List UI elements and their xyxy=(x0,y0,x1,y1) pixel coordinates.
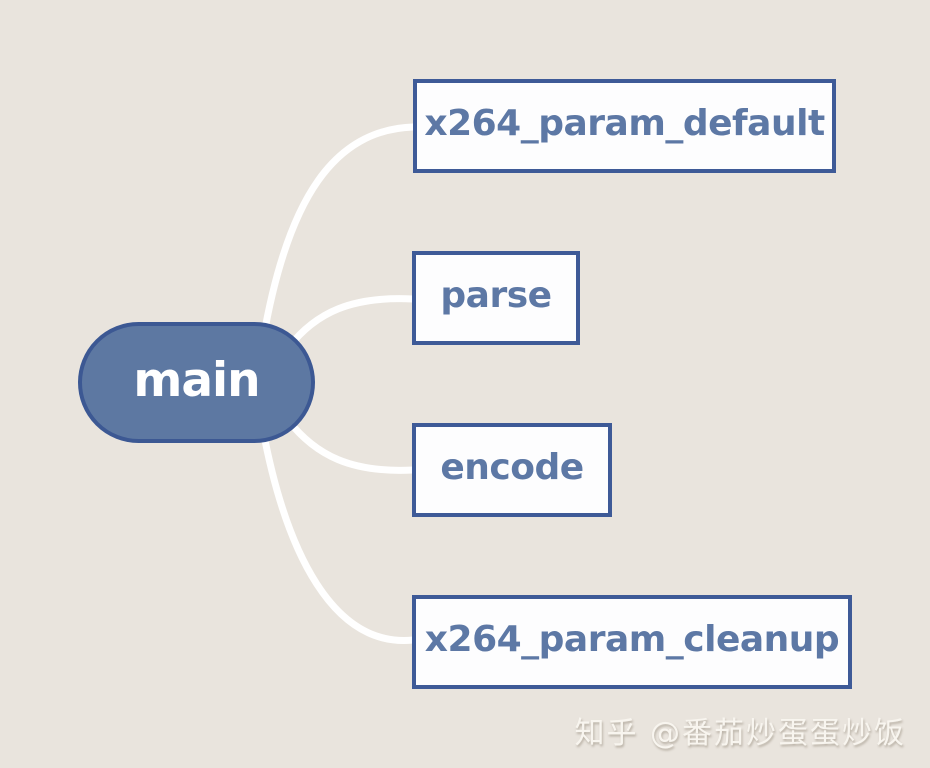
node-x264-param-cleanup-label: x264_param_cleanup xyxy=(424,619,840,660)
node-x264-param-cleanup: x264_param_cleanup xyxy=(412,595,852,689)
connector-root-to-parse xyxy=(284,295,417,352)
connector-root-to-cleanup xyxy=(259,426,417,644)
node-encode: encode xyxy=(412,423,612,517)
node-encode-label: encode xyxy=(440,447,584,488)
node-main: main xyxy=(78,322,315,443)
node-parse-label: parse xyxy=(440,275,552,316)
node-x264-param-default-label: x264_param_default xyxy=(424,103,825,144)
node-x264-param-default: x264_param_default xyxy=(413,79,836,173)
connector-root-to-encode xyxy=(284,416,417,474)
node-parse: parse xyxy=(412,251,580,345)
node-main-label: main xyxy=(133,353,260,408)
connector-root-to-default xyxy=(259,123,417,344)
zhihu-watermark: 知乎 @番茄炒蛋蛋炒饭 xyxy=(574,716,906,751)
